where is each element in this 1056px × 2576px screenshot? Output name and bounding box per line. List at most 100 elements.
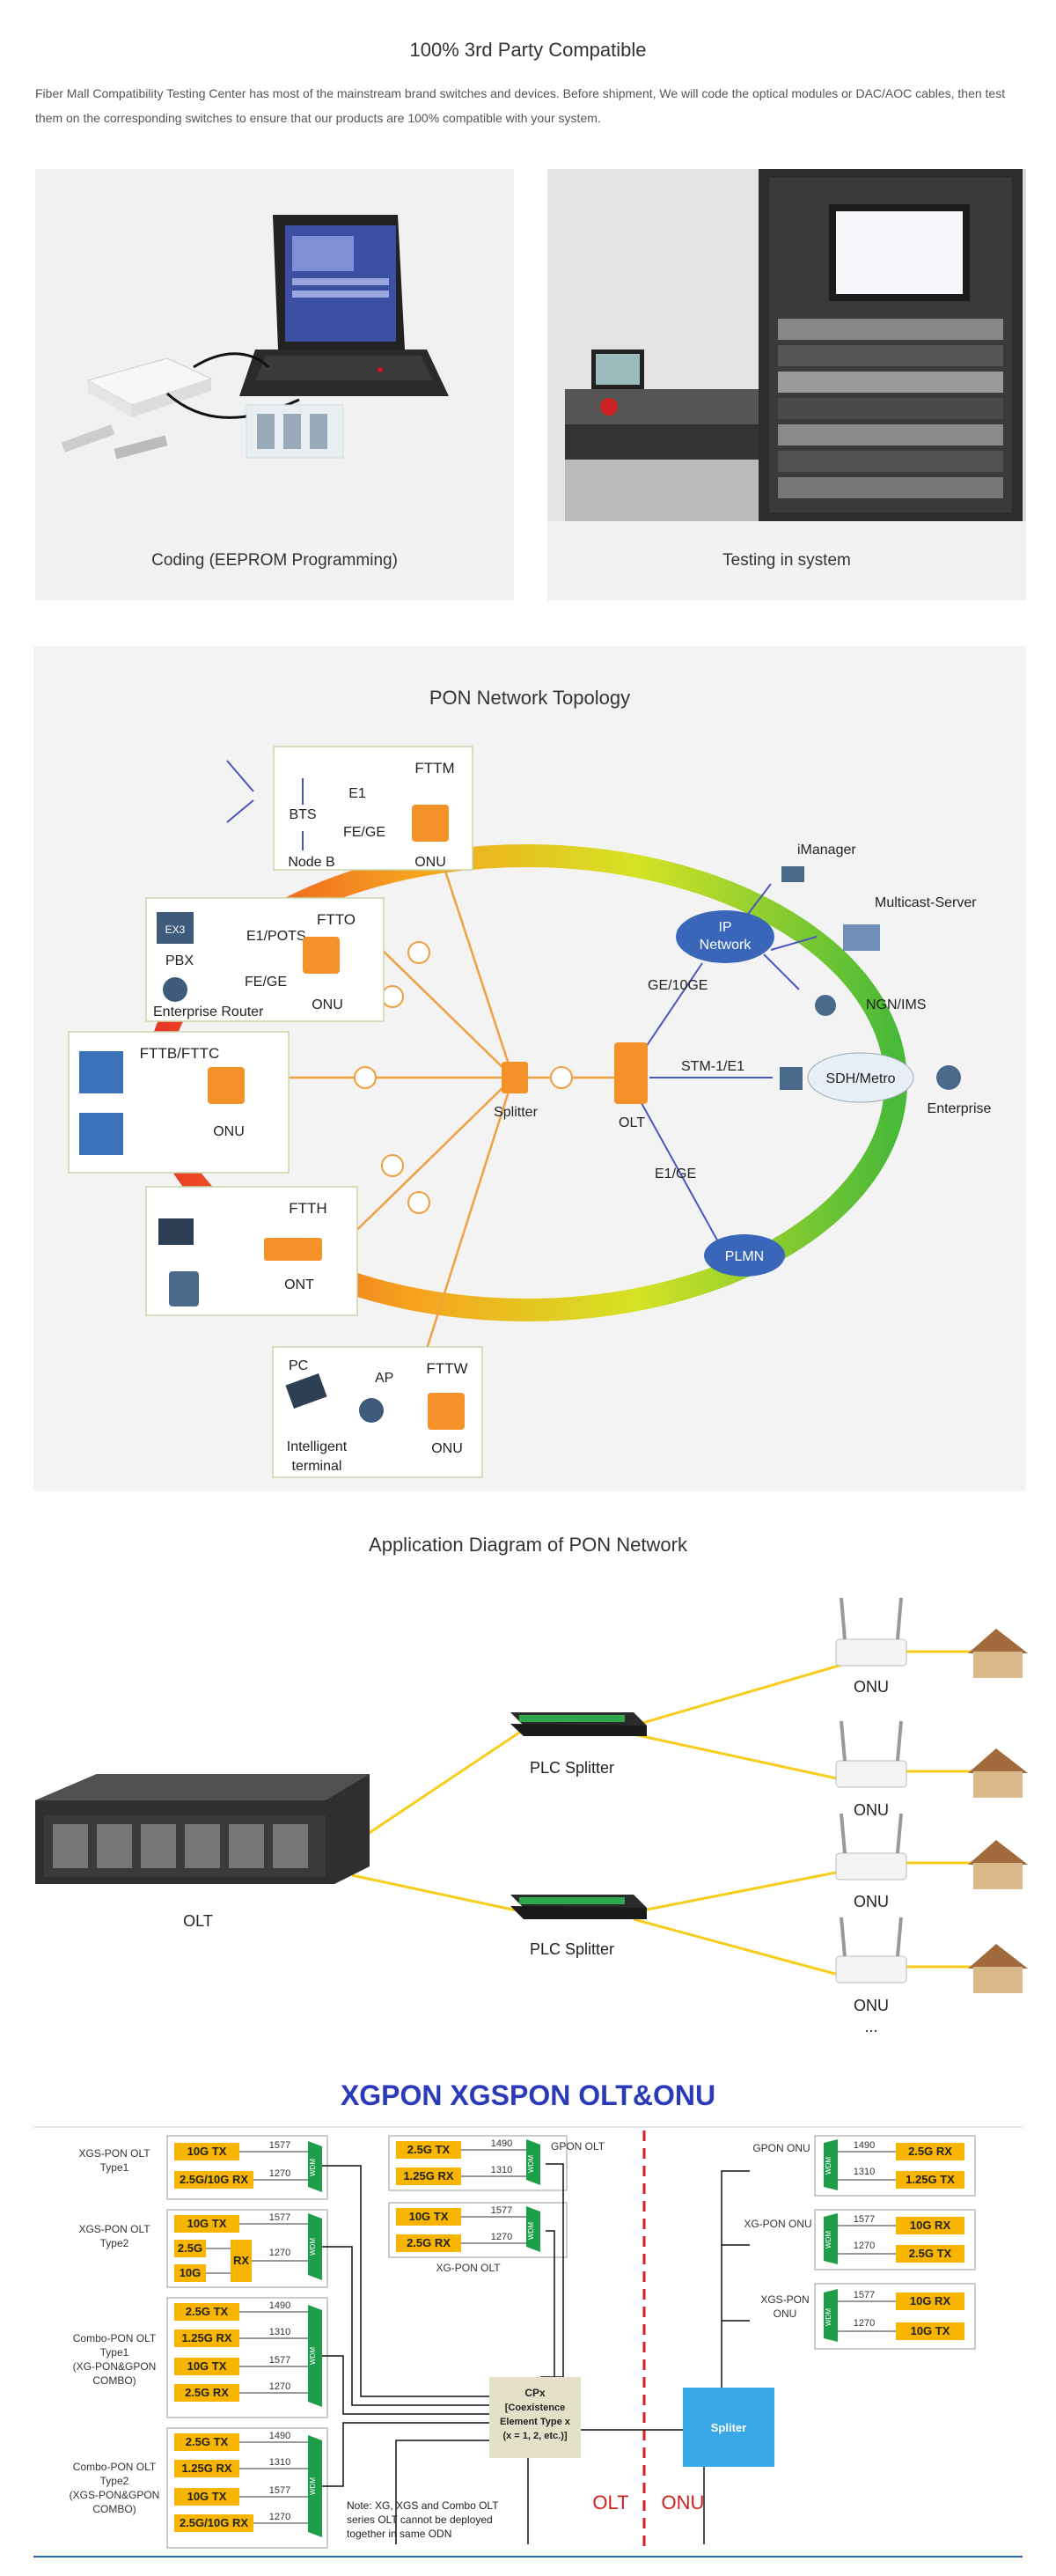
svg-text:(XG-PON&GPON: (XG-PON&GPON bbox=[73, 2360, 157, 2373]
topology-diagram: FTTM BTS E1 FE/GE Node B ONU FTTO EX3 PB… bbox=[68, 746, 992, 1478]
svg-text:FTTH: FTTH bbox=[289, 1200, 326, 1217]
svg-text:PLMN: PLMN bbox=[725, 1249, 764, 1264]
svg-text:FTTO: FTTO bbox=[317, 911, 356, 928]
house-icon bbox=[968, 1629, 1028, 1993]
router-icon bbox=[163, 977, 187, 1002]
xgpon-diagram: XGS-PON OLT Type1 10G TX 2.5G/10G RX 157… bbox=[33, 2126, 1023, 2558]
svg-text:10G TX: 10G TX bbox=[187, 2217, 227, 2230]
gpon-olt: 2.5G TX 1.25G RX 1490 1310 WDM GPON OLT bbox=[388, 2135, 605, 2191]
testing-caption: Testing in system bbox=[722, 551, 851, 570]
svg-text:WDM: WDM bbox=[527, 2155, 535, 2173]
svg-text:Element Type x: Element Type x bbox=[500, 2417, 571, 2427]
svg-text:AP: AP bbox=[375, 1371, 393, 1386]
svg-text:1577: 1577 bbox=[491, 2205, 512, 2216]
compat-title: 100% 3rd Party Compatible bbox=[409, 39, 647, 61]
svg-text:1270: 1270 bbox=[269, 2512, 290, 2522]
svg-text:1490: 1490 bbox=[269, 2431, 290, 2441]
svg-text:E1: E1 bbox=[348, 786, 366, 801]
svg-text:1577: 1577 bbox=[269, 2212, 290, 2223]
note-line-2: series OLT cannot be deployed bbox=[347, 2513, 493, 2526]
svg-text:1310: 1310 bbox=[491, 2165, 512, 2175]
svg-text:terminal: terminal bbox=[292, 1459, 342, 1474]
svg-text:FTTM: FTTM bbox=[414, 760, 454, 776]
svg-text:1270: 1270 bbox=[491, 2232, 512, 2242]
testing-photo bbox=[547, 169, 1026, 521]
svg-text:[Coexistence: [Coexistence bbox=[505, 2403, 565, 2413]
onu-device bbox=[835, 1597, 907, 1984]
svg-text:Type2: Type2 bbox=[100, 2237, 129, 2249]
svg-text:ONU: ONU bbox=[414, 855, 446, 870]
svg-text:ONU: ONU bbox=[774, 2307, 797, 2320]
svg-text:1577: 1577 bbox=[854, 2290, 875, 2300]
svg-text:Spliter: Spliter bbox=[711, 2421, 746, 2434]
svg-text:WDM: WDM bbox=[825, 2157, 832, 2175]
xgpon-title: XGPON XGSPON OLT&ONU bbox=[340, 2079, 716, 2111]
svg-text:E1/POTS: E1/POTS bbox=[246, 929, 306, 944]
svg-text:1270: 1270 bbox=[269, 2381, 290, 2392]
xgs-pon-onu: XGS-PON ONU WDM 1577 1270 10G RX 10G TX bbox=[760, 2283, 976, 2350]
building-icon bbox=[79, 1113, 123, 1155]
building-icon bbox=[79, 1051, 123, 1093]
svg-text:1310: 1310 bbox=[854, 2167, 875, 2177]
sdh-switch-icon bbox=[780, 1067, 803, 1090]
topology-title: PON Network Topology bbox=[429, 687, 631, 709]
compat-intro: Fiber Mall Compatibility Testing Center … bbox=[35, 86, 1006, 125]
ngn-icon bbox=[815, 995, 836, 1016]
svg-text:2.5G TX: 2.5G TX bbox=[186, 2305, 229, 2318]
svg-text:EX3: EX3 bbox=[165, 924, 186, 936]
svg-text:1.25G RX: 1.25G RX bbox=[181, 2331, 231, 2344]
svg-text:WDM: WDM bbox=[309, 2238, 317, 2256]
cpx-box bbox=[489, 2377, 581, 2458]
svg-text:WDM: WDM bbox=[309, 2477, 317, 2495]
svg-text:1.25G RX: 1.25G RX bbox=[403, 2169, 453, 2182]
ip-network-cloud bbox=[676, 910, 774, 963]
svg-text:SDH/Metro: SDH/Metro bbox=[825, 1071, 895, 1086]
svg-text:RX: RX bbox=[233, 2254, 249, 2267]
note-line-1: Note: XG, XGS and Combo OLT bbox=[347, 2499, 499, 2512]
svg-text:COMBO): COMBO) bbox=[92, 2374, 136, 2387]
svg-text:2.5G RX: 2.5G RX bbox=[407, 2236, 451, 2249]
svg-text:XGS-PON OLT: XGS-PON OLT bbox=[78, 2147, 150, 2160]
svg-text:Combo-PON OLT: Combo-PON OLT bbox=[73, 2461, 157, 2473]
svg-text:GPON ONU: GPON ONU bbox=[752, 2142, 810, 2154]
svg-text:1577: 1577 bbox=[854, 2214, 875, 2225]
olt-side-label: OLT bbox=[592, 2491, 628, 2513]
svg-text:10G: 10G bbox=[180, 2266, 202, 2279]
fttw-onu-icon bbox=[428, 1393, 465, 1430]
svg-text:XG-PON ONU: XG-PON ONU bbox=[744, 2218, 811, 2230]
svg-text:STM-1/E1: STM-1/E1 bbox=[681, 1059, 744, 1074]
svg-text:(XGS-PON&GPON: (XGS-PON&GPON bbox=[70, 2489, 160, 2501]
combo-pon-olt-type1: Combo-PON OLT Type1 (XG-PON&GPON COMBO) … bbox=[73, 2297, 328, 2418]
topology-panel: PON Network Topology bbox=[33, 646, 1026, 1491]
fttm-onu-icon bbox=[412, 805, 449, 842]
svg-text:1310: 1310 bbox=[269, 2457, 290, 2468]
svg-text:Node B: Node B bbox=[288, 855, 334, 870]
svg-text:ONU: ONU bbox=[854, 1997, 889, 2014]
svg-text:NGN/IMS: NGN/IMS bbox=[866, 997, 926, 1012]
svg-text:ONU: ONU bbox=[854, 1801, 889, 1819]
svg-text:10G TX: 10G TX bbox=[187, 2145, 227, 2158]
svg-text:Network: Network bbox=[700, 938, 752, 953]
svg-text:...: ... bbox=[864, 2018, 877, 2035]
svg-text:OLT: OLT bbox=[619, 1115, 645, 1130]
gpon-onu: GPON ONU WDM 1490 1310 2.5G RX 1.25G TX bbox=[752, 2135, 976, 2197]
svg-text:1577: 1577 bbox=[269, 2485, 290, 2496]
svg-text:1310: 1310 bbox=[269, 2327, 290, 2337]
laptop-icon bbox=[285, 1373, 327, 1409]
svg-text:COMBO): COMBO) bbox=[92, 2503, 136, 2515]
svg-text:2.5G TX: 2.5G TX bbox=[909, 2247, 952, 2260]
coding-card: Coding (EEPROM Programming) bbox=[35, 169, 514, 600]
xgs-pon-olt-type1: XGS-PON OLT Type1 10G TX 2.5G/10G RX 157… bbox=[78, 2135, 328, 2200]
testing-card: Testing in system bbox=[547, 169, 1026, 600]
svg-text:WDM: WDM bbox=[825, 2231, 832, 2248]
svg-text:ONU: ONU bbox=[213, 1124, 245, 1139]
svg-text:PC: PC bbox=[289, 1358, 308, 1373]
olt-icon bbox=[614, 1042, 648, 1104]
svg-text:10G RX: 10G RX bbox=[910, 2219, 951, 2232]
plmn-cloud bbox=[704, 1234, 785, 1277]
application-olt-label: OLT bbox=[183, 1912, 213, 1930]
pc-icon bbox=[158, 1218, 194, 1245]
application-diagram: OLT PLC Splitter PLC Splitter ONU ONU ON… bbox=[35, 1597, 1028, 2035]
svg-text:PLC Splitter: PLC Splitter bbox=[530, 1759, 614, 1777]
svg-text:10G TX: 10G TX bbox=[187, 2359, 227, 2373]
